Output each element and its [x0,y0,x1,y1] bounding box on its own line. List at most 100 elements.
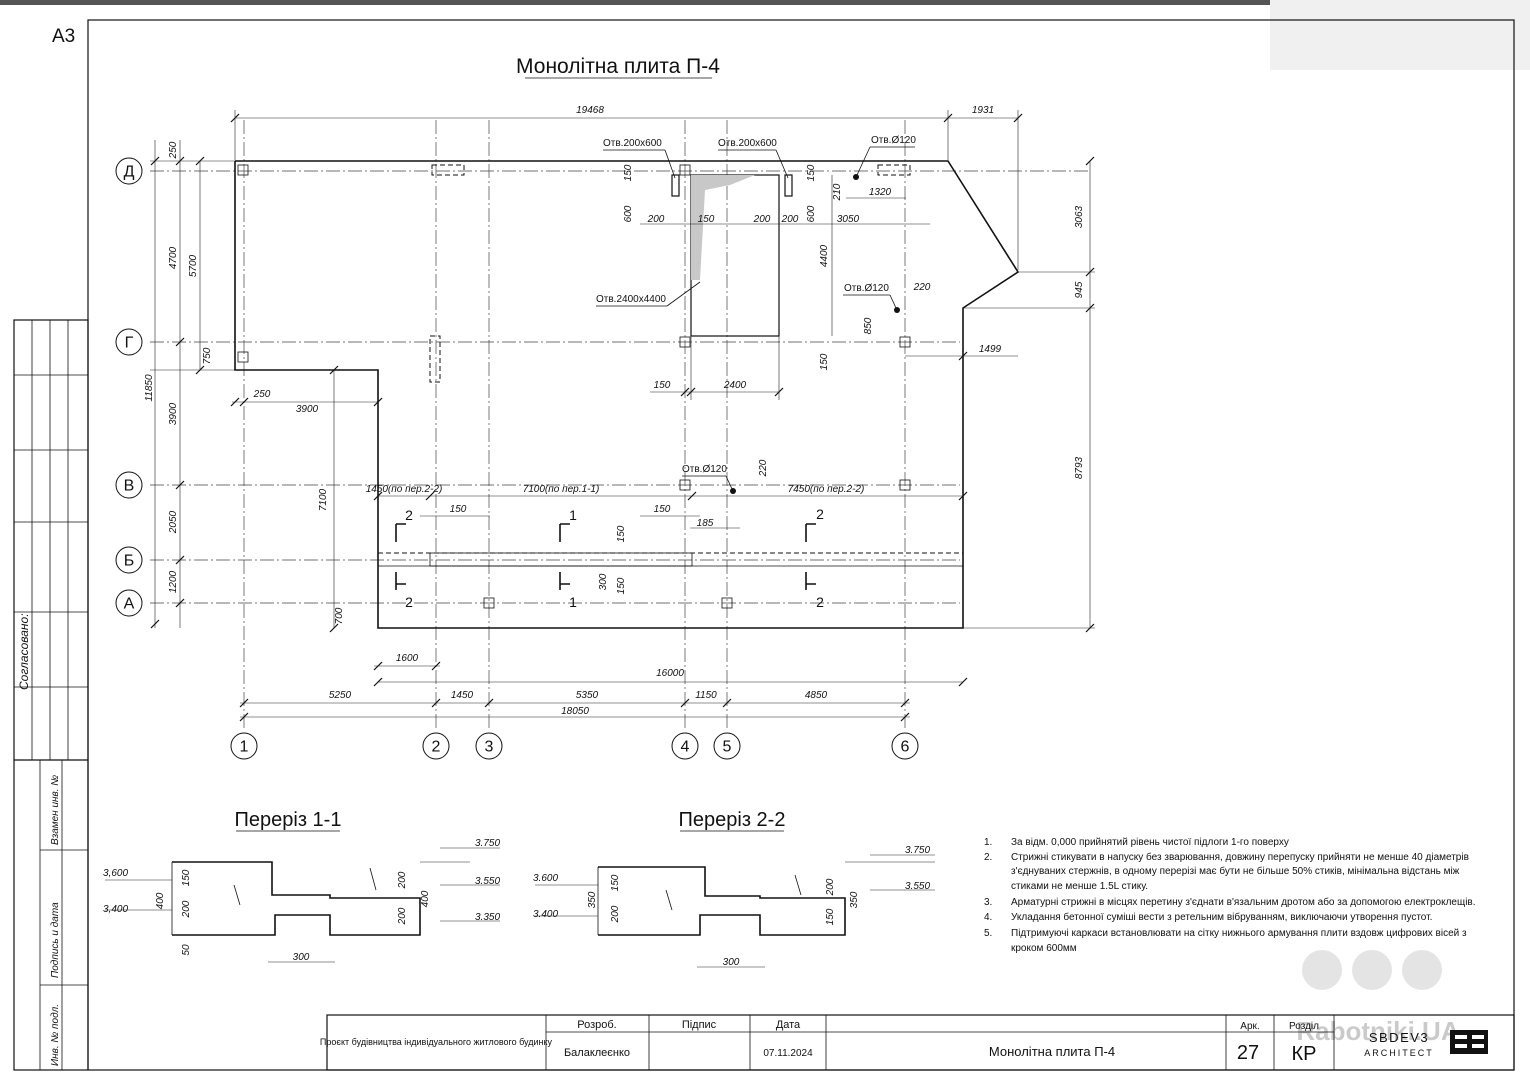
dim-945: 945 [1074,281,1085,298]
notes: 1. За відм. 0,000 прийнятий рівень чисто… [984,837,1476,954]
svg-text:А: А [124,596,135,613]
dim-250b: 250 [253,389,271,400]
note-2-line-2: з'єднуваних стержнів, в одному перерізі … [1011,865,1460,877]
s1-dim-400: 400 [155,892,166,909]
svg-text:1: 1 [240,739,249,756]
svg-text:2: 2 [816,594,824,610]
s2-dim-150: 150 [610,874,621,891]
s1-level-3350: 3.350 [475,912,500,923]
dim-150f: 150 [450,504,467,515]
dim-18050: 18050 [561,706,589,717]
dim-150e: 150 [654,380,671,391]
s2-level-3750: 3.750 [905,845,930,856]
tb-h-date: Дата [776,1019,801,1031]
opening-label-2: Отв.200x600 [718,138,777,149]
svg-text:В: В [124,478,135,495]
dim-3900h: 3900 [296,404,319,415]
inv-orig-label: Инв. № подл. [50,1004,61,1066]
dim-150h: 150 [616,525,627,542]
note-2-line-3: стиками не менше 1.5L стику. [1011,881,1148,892]
axis-row-G: Г [115,328,143,356]
s1-level-3550: 3.550 [475,876,500,887]
sign-date-label: Подпись и дата [50,902,61,978]
dim-4700: 4700 [168,246,179,269]
note-3: Арматурні стрижні в місцях перетину з'єд… [1011,896,1476,908]
hole-d120-mid [730,488,736,494]
slab-outline [234,160,1020,629]
sheet-format: A3 [52,26,75,47]
plan-title: Монолітна плита П-4 [516,55,720,78]
tb-h-developed: Розроб. [577,1019,616,1031]
section-1-1: Переріз 1-1 3,600 3,400 150 200 400 50 3… [103,809,500,963]
svg-text:Д: Д [124,164,135,181]
tb-h-section: Розділ [1289,1021,1319,1032]
watermark: Rabotniki.UA [1296,950,1460,1046]
dim-5700: 5700 [188,254,199,277]
svg-text:4.: 4. [984,912,992,923]
dim-total-top: 19468 [576,105,604,116]
s1-level-3750: 3.750 [475,838,500,849]
axis-row-D: Д [115,157,143,185]
hole-d120-top [853,174,859,180]
s2-dim-350r: 350 [849,891,860,908]
axis-row-A: А [115,589,143,617]
dim-150b: 150 [698,214,715,225]
note-1: За відм. 0,000 прийнятий рівень чистої п… [1011,837,1289,848]
axis-bubbles-rows: Д Г В Б А [115,157,143,617]
dim-1320: 1320 [869,187,892,198]
dim-11850: 11850 [144,374,155,402]
dim-3050: 3050 [837,214,860,225]
s1-dim-200r2: 200 [397,907,408,925]
dim-700: 700 [334,607,345,624]
tb-date: 07.11.2024 [763,1048,813,1059]
opening-label-5: Отв.2400x4400 [596,294,666,305]
s1-dim-300: 300 [293,952,310,963]
svg-text:Б: Б [124,553,135,570]
dim-4850: 4850 [805,690,828,701]
dim-5250: 5250 [329,690,352,701]
dim-5350: 5350 [576,690,599,701]
note-5-line-1: Підтримуючі каркаси встановлювати на сіт… [1011,927,1467,939]
note-5-line-2: кроком 600мм [1011,943,1077,954]
svg-text:2: 2 [405,507,413,523]
s2-level-3600: 3.600 [533,873,558,884]
axis-bubbles-cols: 1 2 3 4 5 6 [230,732,919,760]
tb-sheet-no: 27 [1237,1042,1259,1064]
s1-level-3600: 3,600 [103,868,128,879]
dim-1450p: 1450(по пер.2-2) [366,484,443,495]
tb-section: КР [1292,1043,1317,1065]
svg-text:2: 2 [816,506,824,522]
tb-company-1: SBDEV3 [1369,1030,1429,1045]
svg-text:5: 5 [723,739,732,756]
dim-1450: 1450 [451,690,474,701]
s2-dim-300: 300 [723,957,740,968]
tb-h-sheet: Арк. [1240,1021,1259,1032]
tb-project: Проєкт будівництва індивідуального житло… [320,1037,553,1047]
dim-2050: 2050 [168,510,179,534]
dim-150c: 150 [806,164,817,181]
dim-1931: 1931 [972,105,994,116]
dim-7100v: 7100 [318,488,329,511]
dim-850: 850 [863,317,874,334]
plan-dimensions: 19468 1931 250 4700 5700 11850 750 3900 … [144,105,1095,722]
opening-label-1: Отв.200x600 [603,138,662,149]
s2-dim-200: 200 [610,905,621,923]
left-stamp: Согласовано: Взамен инв. № Подпись и дат… [13,319,89,1071]
svg-text:2: 2 [405,594,413,610]
watermark-text: Rabotniki.UA [1296,1016,1459,1046]
section-marks: 2 1 2 2 1 2 [395,506,824,610]
inv-replace-label: Взамен инв. № [50,775,61,845]
dim-150g: 150 [654,504,671,515]
svg-text:1.: 1. [984,837,992,848]
section-2-2: Переріз 2-2 3.600 3.400 150 350 200 3.75… [533,809,935,968]
axis-col-6: 6 [891,732,919,760]
opening-200x600-right [784,174,793,197]
tb-developer: Балаклеєнко [564,1047,630,1059]
tb-company-2: ARCHITECT [1364,1048,1434,1058]
svg-text:4: 4 [681,739,690,756]
note-2-line-1: Стрижні стикувати в напуску без зварюван… [1011,851,1469,863]
axis-col-5: 5 [713,732,741,760]
dim-300: 300 [598,573,609,590]
dim-220b: 220 [758,459,769,477]
